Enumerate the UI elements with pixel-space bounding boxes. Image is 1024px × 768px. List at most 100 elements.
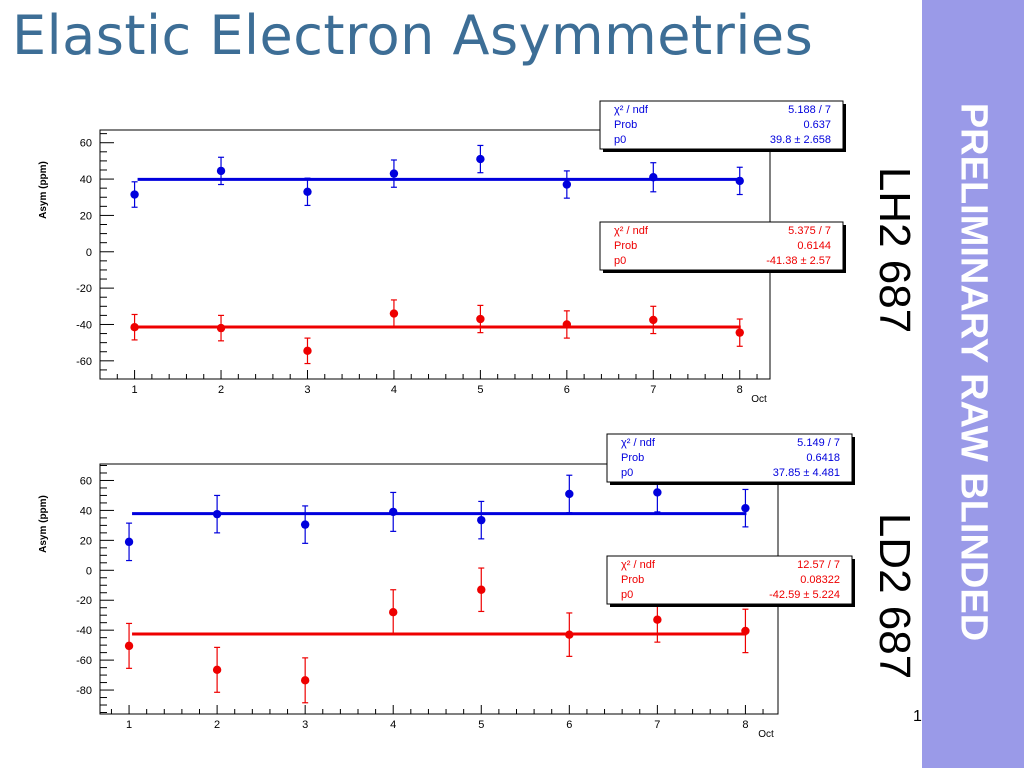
blue-stats-value: 0.637 [803, 119, 831, 131]
x-axis-label: Oct [758, 729, 774, 740]
red-data-point [565, 630, 574, 639]
x-axis-label: Oct [751, 394, 767, 405]
blue-data-point [476, 154, 485, 164]
blue-data-point [389, 169, 399, 178]
x-tick-label: 6 [564, 384, 570, 396]
x-tick-label: 7 [654, 719, 660, 731]
blue-stats-value: 37.85 ± 4.481 [773, 467, 840, 479]
blue-data-point [124, 537, 134, 547]
blue-data-point [300, 520, 310, 529]
red-stats-value: 12.57 / 7 [797, 559, 840, 571]
blue-data-point [216, 166, 226, 176]
blue-data-point [741, 503, 750, 513]
y-tick-label: 0 [86, 565, 92, 577]
x-tick-label: 1 [132, 384, 138, 396]
y-tick-label: 20 [80, 210, 92, 222]
red-data-point [389, 309, 399, 318]
red-stats-value: 0.08322 [800, 574, 840, 586]
red-data-point [130, 323, 139, 332]
blue-stats-box [599, 100, 844, 150]
x-tick-label: 6 [566, 719, 572, 731]
blue-data-point [562, 180, 572, 189]
page-number: 1 [913, 708, 922, 725]
red-data-point [124, 641, 134, 651]
red-data-point [649, 315, 658, 325]
y-tick-label: 0 [86, 247, 92, 259]
blue-stats-value: 5.188 / 7 [788, 104, 831, 116]
y-tick-label: 40 [80, 505, 92, 517]
x-tick-label: 1 [126, 719, 132, 731]
y-tick-label: 20 [80, 535, 92, 547]
blue-stats-value: 0.6418 [806, 452, 840, 464]
blue-stats-box [606, 433, 853, 483]
y-axis-label: Asym (ppm) [38, 161, 49, 219]
red-data-point [653, 615, 662, 624]
red-stats-label: Prob [614, 240, 637, 252]
red-stats-value: -42.59 ± 5.224 [769, 589, 840, 601]
y-tick-label: 40 [80, 174, 92, 186]
red-data-point [303, 346, 312, 356]
x-tick-label: 8 [742, 719, 748, 731]
slide-title: Elastic Electron Asymmetries [12, 4, 814, 67]
blue-data-point [212, 509, 222, 519]
red-data-point [212, 665, 222, 675]
x-tick-label: 8 [737, 384, 743, 396]
blue-data-point [477, 515, 486, 525]
red-stats-box [599, 221, 844, 271]
red-data-point [300, 676, 310, 685]
y-axis-label: Asym (ppm) [38, 495, 49, 553]
blue-data-point [565, 489, 574, 499]
red-data-point [216, 323, 226, 333]
preliminary-banner [922, 0, 1024, 768]
blue-stats-label: Prob [614, 119, 637, 131]
x-tick-label: 4 [391, 384, 397, 396]
x-tick-label: 3 [302, 719, 308, 731]
blue-stats-label: Prob [621, 452, 644, 464]
y-tick-label: -20 [76, 595, 92, 607]
red-stats-value: -41.38 ± 2.57 [766, 255, 831, 267]
red-data-point [389, 608, 398, 617]
red-stats-box [606, 555, 853, 605]
blue-stats-label: p0 [614, 134, 626, 146]
y-tick-label: 60 [80, 138, 92, 150]
blue-data-point [735, 176, 744, 186]
red-data-point [735, 328, 744, 337]
y-tick-label: -40 [76, 319, 92, 331]
x-tick-label: 5 [478, 719, 484, 731]
red-stats-label: Prob [621, 574, 644, 586]
x-tick-label: 2 [214, 719, 220, 731]
y-tick-label: -80 [76, 685, 92, 697]
red-data-point [476, 314, 485, 324]
red-stats-value: 5.375 / 7 [788, 225, 831, 237]
y-tick-label: -40 [76, 625, 92, 637]
blue-stats-value: 5.149 / 7 [797, 437, 840, 449]
x-tick-label: 2 [218, 384, 224, 396]
blue-stats-label: χ² / ndf [621, 437, 656, 449]
red-stats-label: χ² / ndf [614, 225, 649, 237]
x-tick-label: 7 [650, 384, 656, 396]
blue-stats-value: 39.8 ± 2.658 [770, 134, 831, 146]
blue-data-point [389, 507, 398, 517]
blue-data-point [303, 187, 312, 196]
red-data-point [741, 626, 750, 636]
blue-data-point [653, 488, 662, 497]
red-stats-label: p0 [621, 589, 633, 601]
x-tick-label: 5 [477, 384, 483, 396]
y-tick-label: -60 [76, 356, 92, 368]
y-tick-label: -60 [76, 655, 92, 667]
blue-data-point [649, 173, 658, 182]
x-tick-label: 3 [304, 384, 310, 396]
red-stats-value: 0.6144 [797, 240, 831, 252]
red-stats-label: χ² / ndf [621, 559, 656, 571]
x-tick-label: 4 [390, 719, 396, 731]
red-stats-label: p0 [614, 255, 626, 267]
red-data-point [477, 585, 486, 594]
blue-stats-label: χ² / ndf [614, 104, 649, 116]
blue-stats-label: p0 [621, 467, 633, 479]
red-data-point [562, 320, 572, 329]
y-tick-label: -20 [76, 283, 92, 295]
blue-data-point [130, 190, 139, 199]
y-tick-label: 60 [80, 475, 92, 487]
